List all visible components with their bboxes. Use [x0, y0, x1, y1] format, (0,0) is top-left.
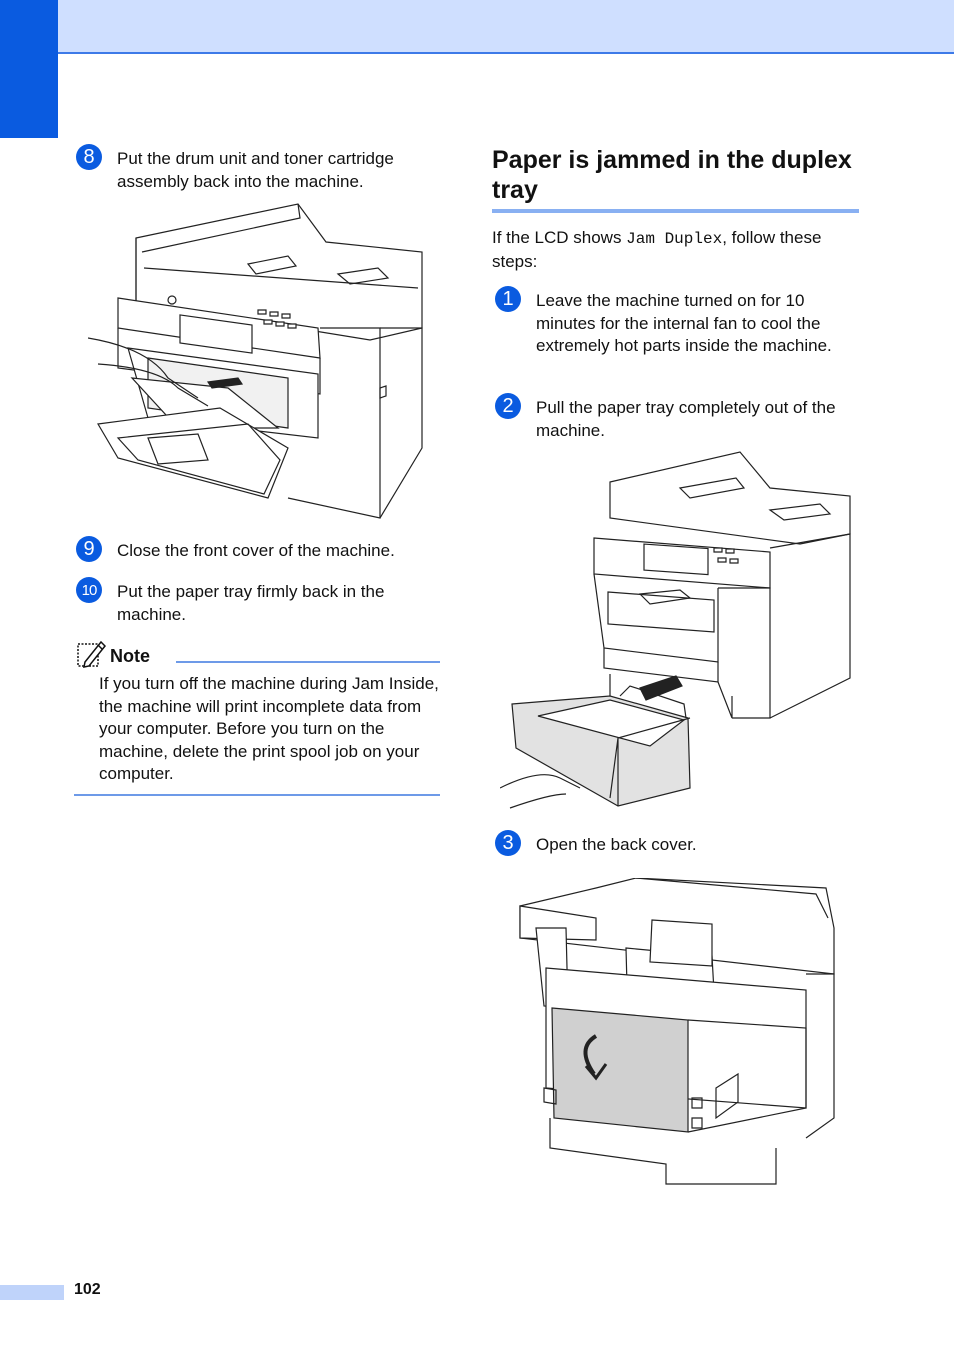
step-number-badge: 3	[495, 830, 521, 856]
step-text: Put the drum unit and toner cartridge as…	[117, 149, 394, 191]
note-title: Note	[110, 646, 150, 666]
chapter-tab	[0, 0, 58, 138]
footer-band	[0, 1285, 64, 1300]
page-number: 102	[74, 1281, 101, 1298]
note-body: If you turn off the machine during Jam I…	[99, 674, 439, 783]
note-rule	[176, 661, 440, 663]
back-cover-illustration	[516, 878, 836, 1188]
step-number-badge: 2	[495, 393, 521, 419]
step-10: 10 Put the paper tray firmly back in the…	[76, 577, 436, 626]
drum-insert-illustration	[88, 198, 428, 524]
step-text: Pull the paper tray completely out of th…	[536, 398, 836, 440]
header-band	[0, 0, 954, 54]
step-number-badge: 8	[76, 144, 102, 170]
step-number-badge: 9	[76, 536, 102, 562]
step-text: Close the front cover of the machine.	[117, 541, 395, 560]
step-9: 9 Close the front cover of the machine.	[76, 536, 436, 563]
step-2: 2 Pull the paper tray completely out of …	[495, 393, 865, 442]
step-text: Open the back cover.	[536, 835, 697, 854]
intro-text: , follow these steps:	[492, 228, 822, 271]
step-text: Leave the machine turned on for 10 minut…	[536, 291, 832, 355]
step-8: 8 Put the drum unit and toner cartridge …	[76, 144, 436, 193]
note-bottom-rule	[74, 794, 440, 796]
lcd-message: Jam Duplex	[626, 230, 723, 248]
paper-tray-removal-illustration	[500, 448, 854, 814]
step-1: 1 Leave the machine turned on for 10 min…	[495, 286, 865, 358]
step-text: Put the paper tray firmly back in the ma…	[117, 582, 385, 624]
step-number-badge: 10	[76, 577, 102, 603]
intro-text: If the LCD shows	[492, 228, 627, 247]
step-3: 3 Open the back cover.	[495, 830, 865, 857]
section-heading: Paper is jammed in the duplex tray	[492, 146, 852, 204]
section-intro: If the LCD shows Jam Duplex, follow thes…	[492, 227, 862, 273]
pencil-note-icon	[75, 638, 107, 670]
step-number-badge: 1	[495, 286, 521, 312]
heading-rule	[492, 209, 859, 213]
